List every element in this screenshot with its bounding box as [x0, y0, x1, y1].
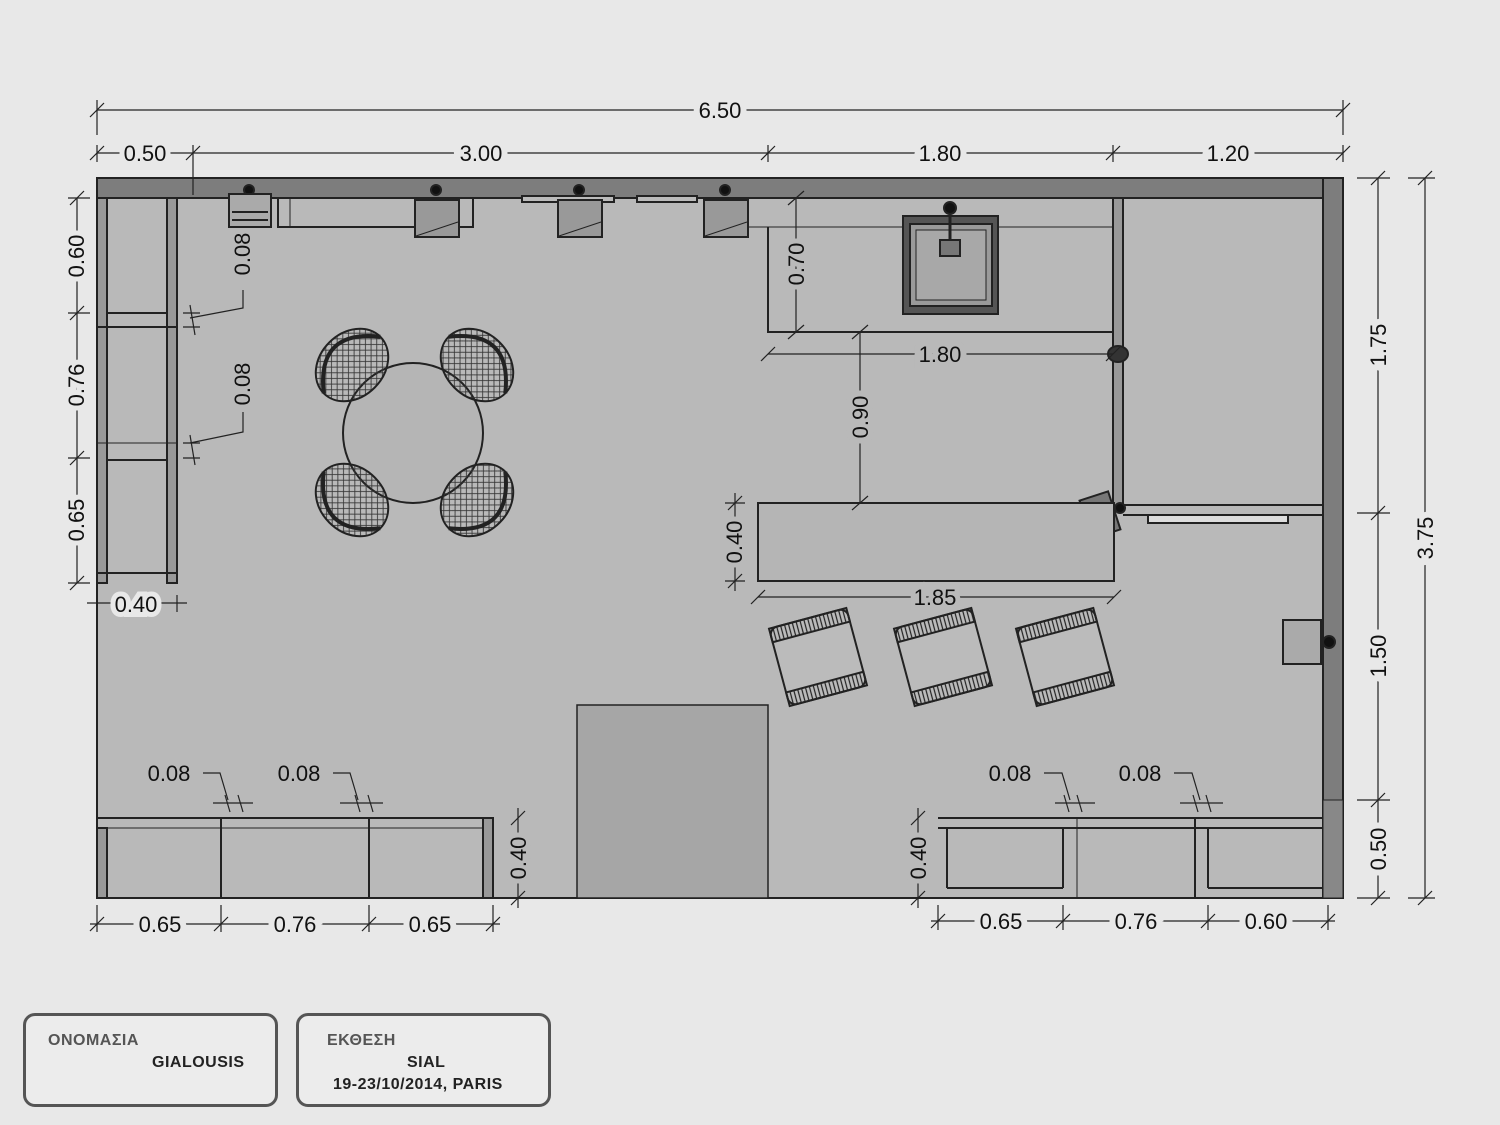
name-info-box: ΟΝΟΜΑΣΙΑ GIALOUSIS: [23, 1013, 278, 1107]
entrance-carpet: [576, 704, 769, 899]
dim-bottom-left-2: 0.65: [409, 912, 452, 937]
lamp-icon: [414, 184, 460, 238]
expo-info-box: ΕΚΘΕΣΗ SIAL 19-23/10/2014, PARIS: [296, 1013, 551, 1107]
dim-top-1: 3.00: [460, 141, 503, 166]
dim-top-3: 1.20: [1207, 141, 1250, 166]
dim-left-2: 0.65: [64, 499, 89, 542]
dim-right-1: 1.50: [1366, 635, 1391, 678]
dim-bottom-left-1: 0.76: [274, 912, 317, 937]
dim-gap-bottom-left-a: 0.08: [148, 761, 191, 786]
right-wall-lower: [1322, 799, 1344, 899]
left-shelving: [96, 197, 178, 584]
dim-right-0: 1.75: [1366, 324, 1391, 367]
dim-bottom-right-2: 0.60: [1245, 909, 1288, 934]
dim-top-2: 1.80: [919, 141, 962, 166]
dim-right-total: 3.75: [1413, 517, 1438, 560]
bottom-right-cabinets: [938, 817, 1323, 898]
stool-icon: [1014, 606, 1116, 708]
bar-counter: [757, 502, 1115, 582]
wall-lamp-icon: [1282, 619, 1336, 665]
dim-bar-depth: 0.40: [722, 521, 747, 564]
dim-top-0: 0.50: [124, 141, 167, 166]
dim-left-0: 0.60: [64, 235, 89, 278]
dim-gap-upper: 0.08: [230, 233, 255, 276]
right-wall: [1322, 177, 1344, 899]
dim-bottom-right-1: 0.76: [1115, 909, 1158, 934]
expo-value: SIAL: [407, 1054, 446, 1071]
dim-left-width: 0.40: [115, 592, 158, 617]
wall-lamps: [228, 184, 749, 238]
dim-bottom-left-0: 0.65: [139, 912, 182, 937]
dim-right-2: 0.50: [1366, 828, 1391, 871]
dim-bottom-right-depth: 0.40: [906, 837, 931, 880]
dim-gap-bottom-left-b: 0.08: [278, 761, 321, 786]
chair-icon: [314, 462, 390, 538]
dim-counter-length: 1.80: [919, 342, 962, 367]
name-value: GIALOUSIS: [152, 1054, 245, 1071]
dimension-labels: 6.50 0.50 3.00 1.80 1.20 0.60 0.76 0.65 …: [59, 92, 1444, 943]
chair-icon: [314, 327, 390, 403]
dim-aisle: 0.90: [848, 396, 873, 439]
dimension-lines: [68, 100, 1435, 932]
chair-icon: [439, 327, 515, 403]
dim-top-total: 6.50: [699, 98, 742, 123]
round-table: [342, 362, 484, 504]
dim-left-1: 0.76: [64, 364, 89, 407]
bar-stools: [767, 606, 1116, 708]
bottom-left-cabinets: [96, 817, 494, 899]
dining-set: [314, 327, 515, 538]
dim-gap-lower: 0.08: [230, 363, 255, 406]
dim-bottom-left-depth: 0.40: [506, 837, 531, 880]
expo-label: ΕΚΘΕΣΗ: [327, 1032, 396, 1049]
stool-icon: [892, 606, 994, 708]
sink-counter: [748, 201, 1113, 333]
expo-date: 19-23/10/2014, PARIS: [333, 1076, 503, 1093]
lamp-icon: [228, 184, 272, 228]
lamp-icon: [703, 184, 749, 238]
name-label: ΟΝΟΜΑΣΙΑ: [48, 1032, 139, 1049]
stool-icon: [767, 606, 869, 708]
dim-sink-depth: 0.70: [784, 243, 809, 286]
dim-gap-bottom-right-a: 0.08: [989, 761, 1032, 786]
dim-gap-bottom-right-b: 0.08: [1119, 761, 1162, 786]
dim-bar-length: 1.85: [914, 585, 957, 610]
chair-icon: [439, 462, 515, 538]
lamp-icon: [557, 184, 603, 238]
dim-bottom-right-0: 0.65: [980, 909, 1023, 934]
